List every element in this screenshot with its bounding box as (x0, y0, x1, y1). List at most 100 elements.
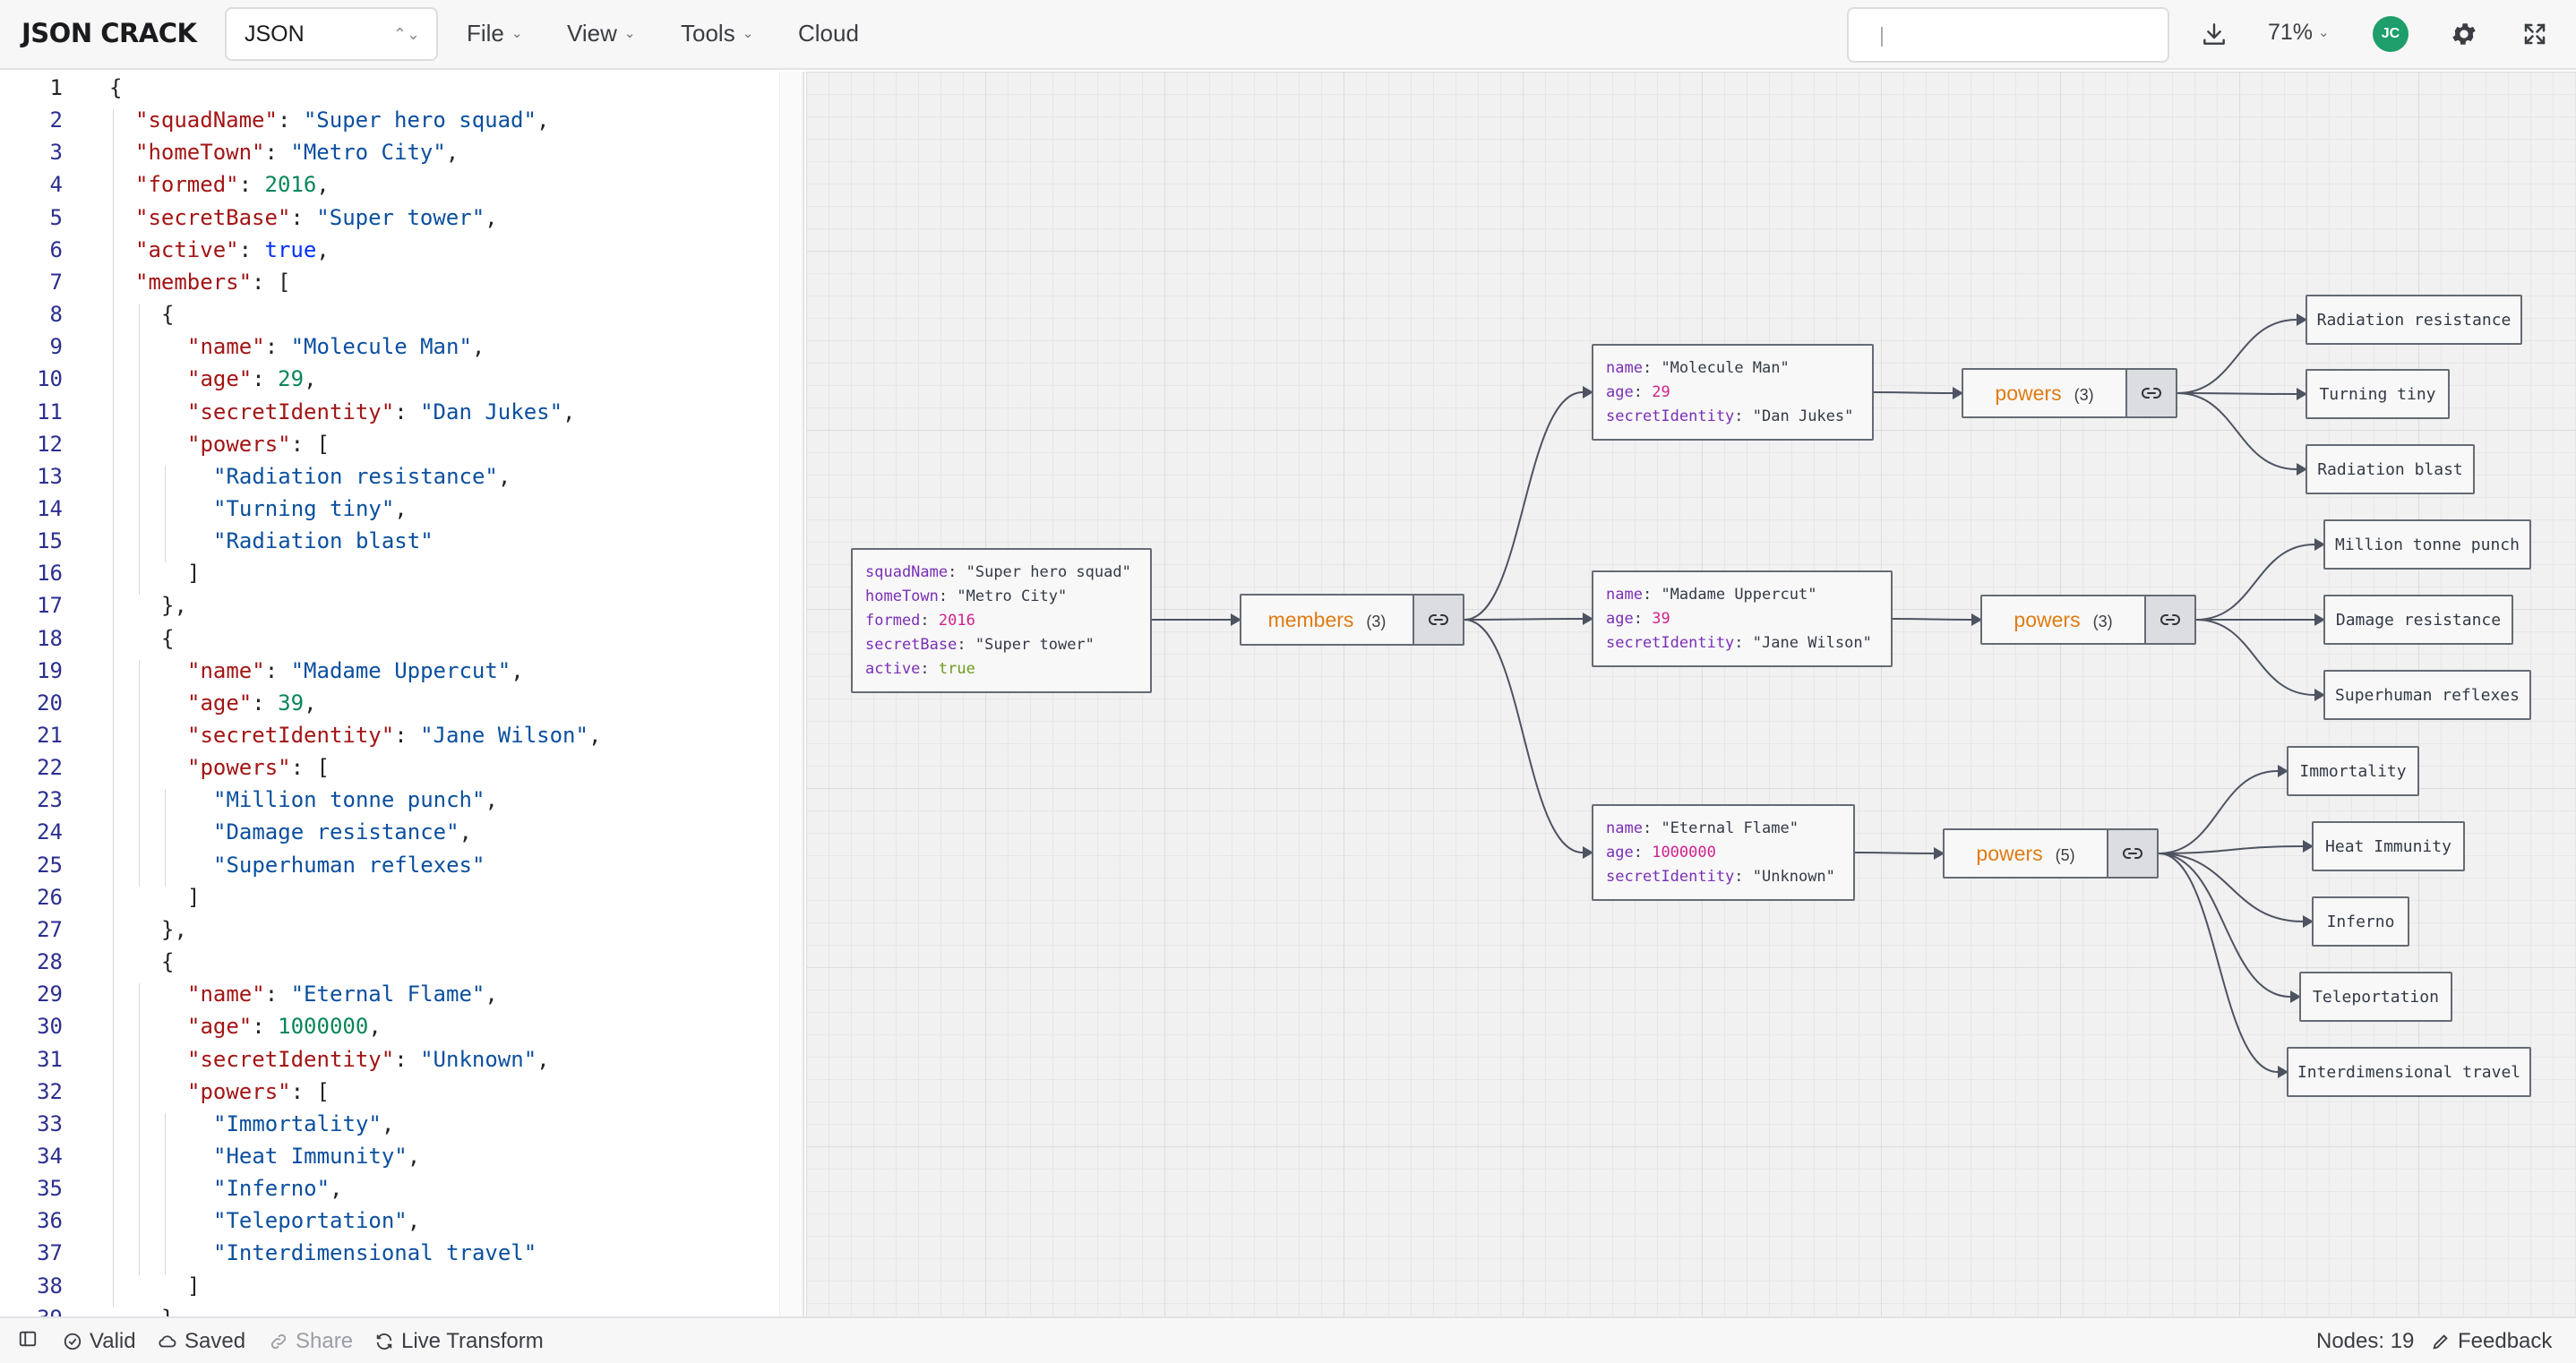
node-count: Nodes: 19 (2316, 1329, 2415, 1353)
node-row: secretBase: "Super tower" (865, 636, 1095, 654)
link-icon[interactable] (1413, 596, 1463, 644)
edge (2195, 619, 2315, 696)
node-row: squadName: "Super hero squad" (865, 563, 1131, 581)
valid-status: Valid (63, 1329, 136, 1354)
live-transform-button[interactable]: Live Transform (374, 1329, 544, 1354)
text-cursor (1881, 27, 1883, 47)
download-icon[interactable] (2194, 14, 2234, 54)
value-node[interactable]: Damage resistance (2323, 595, 2513, 645)
toggle-editor-icon[interactable] (18, 1329, 45, 1349)
editor-scrollbar[interactable] (779, 72, 803, 1316)
powers-node[interactable]: powers(3) (1962, 368, 2177, 418)
code-text: } (161, 1302, 174, 1316)
value-node[interactable]: Teleportation (2299, 972, 2452, 1022)
node-row: homeTown: "Metro City" (865, 587, 1068, 605)
edge-arrow (1971, 613, 1982, 626)
edge-arrow (1934, 847, 1945, 860)
code-text: "age": 39, (187, 690, 317, 716)
code-text: "Heat Immunity", (213, 1143, 421, 1169)
chevron-updown-icon: ⌃⌄ (392, 25, 420, 43)
code-text: "formed": 2016, (135, 172, 330, 198)
code-text: "powers": [ (187, 431, 330, 457)
edge (2177, 392, 2297, 470)
line-number: 32 (37, 1078, 63, 1104)
graph-edges (1152, 313, 2325, 1078)
value-node[interactable]: Radiation blast (2306, 444, 2475, 494)
json-editor[interactable]: 39}38]37"Interdimensional travel"36"Tele… (0, 72, 804, 1316)
link-icon (270, 1333, 287, 1350)
line-number: 21 (37, 723, 63, 748)
value-node[interactable]: Radiation resistance (2306, 295, 2522, 345)
fullscreen-icon[interactable] (2515, 14, 2555, 54)
value-node[interactable]: Heat Immunity (2312, 821, 2465, 871)
line-number: 1 (49, 75, 63, 100)
indent-guide (113, 109, 114, 1307)
members-node[interactable]: members(3) (1240, 594, 1464, 646)
line-number: 7 (49, 269, 63, 295)
node-row: name: "Eternal Flame" (1606, 819, 1799, 837)
line-number: 36 (37, 1208, 63, 1234)
line-number: 13 (37, 463, 63, 489)
powers-node[interactable]: powers(5) (1943, 828, 2159, 879)
menu-file-label: File (467, 20, 504, 47)
line-number: 2 (49, 107, 63, 133)
code-text: "members": [ (135, 269, 291, 295)
graph-canvas[interactable]: squadName: "Super hero squad" homeTown: "… (806, 72, 2576, 1316)
gear-icon[interactable] (2444, 14, 2484, 54)
share-label: Share (296, 1329, 354, 1353)
value-node[interactable]: Immortality (2287, 746, 2419, 796)
menu-tools-label: Tools (681, 20, 735, 47)
chevron-down-icon: ⌄ (623, 26, 636, 41)
value-node[interactable]: Inferno (2312, 896, 2409, 947)
code-text: { (161, 302, 175, 328)
share-button[interactable]: Share (269, 1329, 353, 1354)
code-text: "age": 1000000, (187, 1014, 382, 1040)
powers-node[interactable]: powers(3) (1980, 595, 2196, 645)
line-number: 16 (37, 561, 63, 587)
line-number: 9 (49, 334, 63, 360)
code-text: "squadName": "Super hero squad", (135, 107, 550, 133)
line-number: 23 (37, 787, 63, 813)
menu-file[interactable]: File ⌄ (467, 20, 522, 47)
edge-arrow (1583, 386, 1593, 399)
link-icon[interactable] (2125, 370, 2176, 416)
edge (1873, 391, 1953, 394)
search-input[interactable] (1847, 7, 2169, 63)
feedback-button[interactable]: Feedback (2431, 1329, 2552, 1354)
link-icon[interactable] (2107, 830, 2157, 877)
app-logo[interactable]: JSON CRACK (21, 18, 197, 48)
line-number: 4 (49, 172, 63, 198)
menu-cloud[interactable]: Cloud (798, 20, 859, 47)
line-number: 25 (37, 852, 63, 878)
code-text: "Damage resistance", (213, 819, 472, 845)
saved-status: Saved (158, 1329, 245, 1354)
value-node[interactable]: Turning tiny (2306, 369, 2450, 419)
format-select[interactable]: JSON ⌃⌄ (225, 7, 438, 61)
node-row: age: 1000000 (1606, 844, 1716, 862)
value-node[interactable]: Superhuman reflexes (2323, 670, 2531, 720)
node-row: secretIdentity: "Dan Jukes" (1606, 407, 1854, 425)
node-row: secretIdentity: "Jane Wilson" (1606, 634, 1872, 652)
value-node[interactable]: Million tonne punch (2323, 519, 2531, 570)
line-number: 22 (37, 755, 63, 781)
menu-view[interactable]: View⌄ (567, 20, 635, 47)
edge-arrow (2278, 1066, 2288, 1078)
zoom-menu[interactable]: 71%⌄ (2268, 20, 2330, 46)
link-icon[interactable] (2144, 596, 2194, 643)
line-number: 30 (37, 1014, 63, 1040)
value-node[interactable]: Interdimensional travel (2287, 1047, 2531, 1097)
line-number: 39 (0, 1302, 63, 1316)
edge-arrow (2297, 388, 2307, 400)
indent-guide (139, 983, 140, 1275)
root-node[interactable]: squadName: "Super hero squad" homeTown: "… (851, 548, 1152, 693)
edge-arrow (1583, 613, 1593, 625)
avatar[interactable]: JC (2373, 16, 2409, 52)
menu-tools[interactable]: Tools⌄ (681, 20, 753, 47)
code-text: { (109, 75, 123, 100)
chevron-down-icon: ⌄ (511, 26, 523, 41)
line-number: 15 (37, 528, 63, 554)
edge (2158, 770, 2279, 854)
